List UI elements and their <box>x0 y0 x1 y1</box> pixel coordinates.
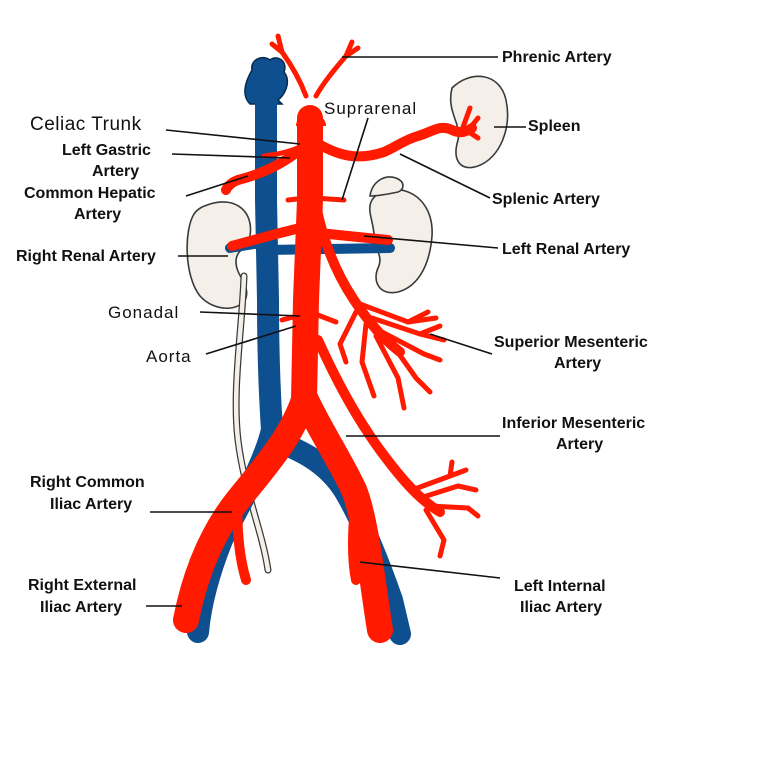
sma-branch-8 <box>405 309 431 325</box>
leader-lines <box>146 56 526 607</box>
label-right-common-iliac-line1: Right Common <box>30 474 145 491</box>
left-common-iliac-artery <box>293 387 393 643</box>
suprarenal-artery-left <box>311 195 347 203</box>
gonadal-artery-left <box>307 309 339 325</box>
aorta <box>291 105 323 413</box>
splenic-artery-branch-1 <box>459 105 473 133</box>
leader-aorta <box>205 325 297 355</box>
phrenic-artery-left <box>313 39 355 99</box>
suprarenal-artery-right <box>285 195 309 203</box>
sma-branch-6 <box>359 321 377 399</box>
label-right-common-iliac-line2: Iliac Artery <box>50 496 132 513</box>
left-adrenal-gland <box>369 176 404 197</box>
right-ureter-inner <box>233 273 271 573</box>
label-gonadal: Gonadal <box>108 303 179 322</box>
sma-branch-4 <box>389 341 433 395</box>
leader-superior-mesenteric <box>429 333 493 355</box>
sma-branch-3 <box>379 329 443 363</box>
phrenic-artery-left-branch <box>343 45 361 59</box>
label-splenic-artery: Splenic Artery <box>492 191 600 208</box>
left-internal-iliac-artery <box>348 495 361 585</box>
organs <box>186 75 509 574</box>
leader-celiac-trunk <box>165 129 301 145</box>
left-renal-artery <box>305 227 393 245</box>
label-right-external-iliac-line1: Right External <box>28 577 136 594</box>
right-internal-iliac-artery <box>232 495 251 585</box>
label-inferior-mesenteric-line1: Inferior Mesenteric <box>502 415 645 432</box>
phrenic-artery-right-branch <box>269 41 285 55</box>
leader-left-gastric <box>171 153 291 159</box>
inferior-vena-cava <box>255 89 283 441</box>
label-aorta: Aorta <box>146 347 192 366</box>
left-kidney <box>368 188 433 294</box>
leader-gonadal <box>199 311 301 317</box>
label-common-hepatic-line1: Common Hepatic <box>24 185 156 202</box>
label-left-internal-iliac-line1: Left Internal <box>514 578 606 595</box>
label-left-renal-artery: Left Renal Artery <box>502 241 630 258</box>
sma-branch-5 <box>373 333 407 411</box>
splenic-artery-branch-3 <box>467 115 481 131</box>
splenic-artery-branch-2 <box>463 127 481 141</box>
label-left-gastric-line1: Left Gastric <box>62 142 151 159</box>
leader-left-renal <box>363 235 499 249</box>
label-left-internal-iliac-line2: Iliac Artery <box>520 599 602 616</box>
ima-branch-4 <box>423 507 447 559</box>
leader-common-hepatic <box>185 175 249 197</box>
label-right-renal-artery: Right Renal Artery <box>16 248 156 265</box>
label-suprarenal: Suprarenal <box>324 99 417 118</box>
label-inferior-mesenteric-line2: Artery <box>556 436 603 453</box>
label-celiac-trunk: Celiac Trunk <box>30 114 142 135</box>
leader-splenic-artery <box>399 153 491 199</box>
ivc-top <box>244 56 289 105</box>
label-phrenic-artery: Phrenic Artery <box>502 49 612 66</box>
right-common-iliac-artery <box>173 387 317 633</box>
ima-branch-2 <box>417 483 479 501</box>
splenic-artery <box>307 122 477 162</box>
label-common-hepatic-line2: Artery <box>74 206 121 223</box>
aorta-top-cap <box>296 114 326 126</box>
label-superior-mesenteric-line1: Superior Mesenteric <box>494 334 648 351</box>
gonadal-artery-right <box>279 311 307 323</box>
label-left-gastric-line2: Artery <box>92 163 139 180</box>
label-spleen: Spleen <box>528 118 580 135</box>
label-right-external-iliac-line2: Iliac Artery <box>40 599 122 616</box>
spleen <box>449 75 509 169</box>
sma-branch-7 <box>337 309 359 365</box>
labels: Phrenic Artery Suprarenal Celiac Trunk S… <box>16 49 648 616</box>
sma-branch-9 <box>417 323 443 337</box>
label-superior-mesenteric-line2: Artery <box>554 355 601 372</box>
ima-branch-3 <box>427 503 481 519</box>
ima-branch-5 <box>447 459 455 479</box>
arteries <box>173 33 481 643</box>
right-renal-artery <box>227 221 313 251</box>
leader-suprarenal <box>341 117 369 201</box>
leader-left-internal-iliac <box>359 561 501 579</box>
